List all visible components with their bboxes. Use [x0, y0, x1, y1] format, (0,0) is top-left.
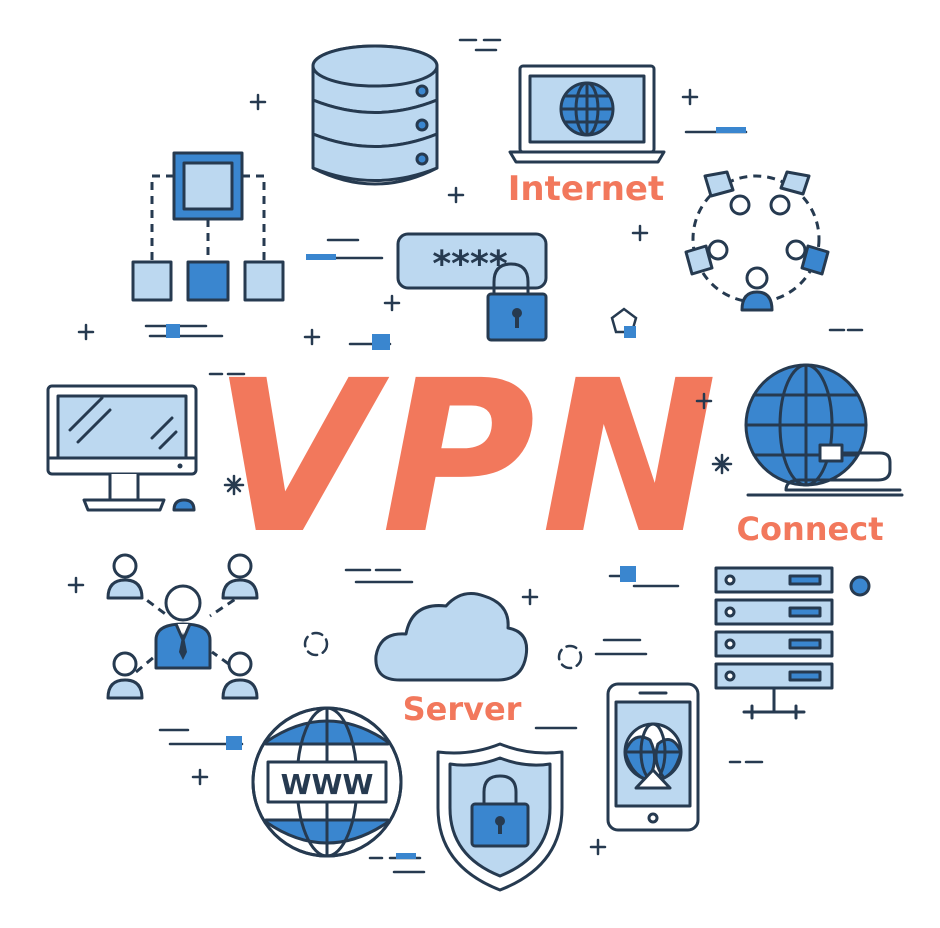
smartphone-globe-icon [606, 682, 700, 832]
www-globe-icon: WWW [251, 706, 403, 858]
network-hierarchy-icon [131, 151, 285, 302]
www-text: WWW [281, 768, 374, 801]
database-icon [311, 44, 439, 186]
desktop-monitor-icon [46, 384, 198, 512]
laptop-globe-icon [508, 64, 666, 164]
decorations [67, 38, 864, 874]
vpn-headline: VPN [213, 335, 723, 580]
connect-label: Connect [737, 510, 884, 548]
globe-cable-icon [744, 363, 904, 497]
team-network-icon [106, 553, 259, 700]
internet-label: Internet [508, 169, 664, 209]
server-rack-icon [714, 566, 871, 720]
cloud-icon [374, 592, 529, 682]
server-label: Server [403, 690, 522, 728]
shield-lock-icon [436, 742, 564, 892]
user-circle-network-icon [684, 170, 830, 312]
password-lock-icon: **** [396, 232, 548, 342]
password-mask: **** [432, 244, 507, 285]
